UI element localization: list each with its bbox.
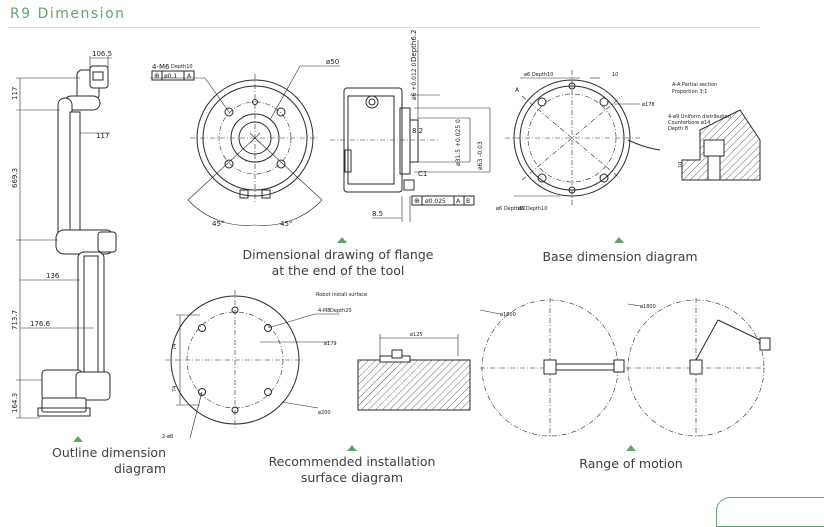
motion-caption: Range of motion xyxy=(579,456,683,471)
outline-diagram: 106.5 117 136 176.6 117 669.3 713.7 164.… xyxy=(11,50,117,419)
dim-136: 136 xyxy=(46,272,60,280)
base-counterbore-depth: Depth 8 xyxy=(668,126,688,132)
section-title: R9 Dimension xyxy=(10,6,126,22)
install-dia-200: ø200 xyxy=(318,410,331,416)
dim-117-right: 117 xyxy=(96,132,109,140)
technical-drawing: .ln { stroke:#2a2a2a; fill:none; stroke-… xyxy=(11,30,771,440)
dim-176: 176.6 xyxy=(30,320,51,328)
flange-tol-val: ø0.1 xyxy=(164,73,177,80)
install-top-depth: Depth20 xyxy=(330,308,352,314)
base-dim-10b: 10 xyxy=(678,162,684,168)
flange-c1: C1 xyxy=(418,170,427,178)
base-dim-10: 10 xyxy=(612,72,618,78)
motion-caption-marker xyxy=(626,445,636,451)
flange-holes-depth: Depth10 xyxy=(171,64,193,70)
flange-dim-8-5: 8.5 xyxy=(372,210,383,218)
install-bottom-note: 2-ø8 xyxy=(162,434,173,440)
motion-reach-2: ø1800 xyxy=(640,304,656,310)
title-divider xyxy=(8,27,760,28)
flange-pin-note: ø6 Depth10 xyxy=(496,206,525,212)
install-caption: Recommended installation surface diagram xyxy=(252,454,452,486)
dim-upper-arm: 669.3 xyxy=(11,168,19,188)
flange-tol2-ref-a: A xyxy=(456,198,461,205)
flange-dia-31-5: ø31.5 +0.025 0 xyxy=(455,119,462,166)
install-dia-179: ø179 xyxy=(324,341,337,347)
install-caption-marker xyxy=(347,445,357,451)
flange-dia-63: ø63 -0.03 xyxy=(477,141,484,170)
base-caption: Base dimension diagram xyxy=(542,249,698,264)
flange-tol2-ref-b: B xyxy=(466,198,470,205)
base-diagram: ø6 Depth10 10 ø178 ø6 Depth10 A A-A Part… xyxy=(505,70,761,212)
flange-tol2-sym: ⊕ xyxy=(414,197,420,205)
flange-holes: 4-M6 xyxy=(152,63,170,71)
install-caption-line2: surface diagram xyxy=(300,470,404,485)
corner-tab[interactable] xyxy=(716,497,824,527)
base-section-title: A-A Partial section xyxy=(672,82,717,88)
base-caption-marker xyxy=(614,237,624,243)
flange-side-view: Depth6.2 ø6 +0.012 0 8.2 ø31.5 +0.025 0 … xyxy=(330,30,525,222)
dim-lower-arm: 713.7 xyxy=(11,310,19,330)
flange-caption-line1: Dimensional drawing of flange xyxy=(242,247,434,262)
install-dia-125: ø125 xyxy=(410,332,423,338)
flange-tol2-val: ø0.025 xyxy=(425,198,446,205)
motion-reach-1: ø1800 xyxy=(500,312,516,318)
dim-top-width: 106.5 xyxy=(92,50,112,58)
base-dia-178: ø178 xyxy=(642,102,655,108)
install-dim-74a: 74 xyxy=(172,344,178,350)
motion-diagram: ø1800 ø1800 xyxy=(479,298,771,438)
flange-angle-2: 45° xyxy=(280,220,292,228)
base-section-scale: Proportion 3:1 xyxy=(672,89,707,95)
base-top-note: ø6 Depth10 xyxy=(524,72,553,78)
flange-caption: Dimensional drawing of flange at the end… xyxy=(228,247,448,279)
flange-front-view: 4-M6 Depth10 ⊕ ø0.1 A ø50 45° 45° xyxy=(150,58,340,228)
flange-tol-sym: ⊕ xyxy=(154,72,160,80)
install-diagram: 74 74 4-M8 Depth20 ø179 ø200 2-ø8 ø125 R… xyxy=(162,290,471,440)
base-uniform-note: 4-ø9 Uniform distribution xyxy=(668,114,731,120)
base-label-a: A xyxy=(515,87,520,94)
flange-depth-6-2: Depth6.2 xyxy=(410,30,418,62)
flange-tol-ref: A xyxy=(187,73,192,80)
base-counterbore: Counterbore ø14 xyxy=(668,120,710,126)
flange-dia-6: ø6 +0.012 0 xyxy=(411,62,418,100)
install-top-note: 4-M8 xyxy=(318,308,330,314)
flange-angle-1: 45° xyxy=(212,220,224,228)
outline-caption-marker xyxy=(73,436,83,442)
dim-base-height: 164.3 xyxy=(11,393,19,413)
install-small-note: Robot install surface xyxy=(316,292,367,298)
install-dim-74b: 74 xyxy=(172,386,178,392)
install-caption-line1: Recommended installation xyxy=(268,454,436,469)
flange-dim-8-2: 8.2 xyxy=(412,127,423,135)
dim-117-left: 117 xyxy=(11,87,19,100)
flange-outer-dia: ø50 xyxy=(326,58,339,66)
base-bottom-note: ø6 Depth10 xyxy=(518,206,547,212)
flange-caption-line2: at the end of the tool xyxy=(271,263,405,278)
outline-caption: Outline dimension diagram xyxy=(52,445,166,476)
flange-caption-marker xyxy=(337,237,347,243)
